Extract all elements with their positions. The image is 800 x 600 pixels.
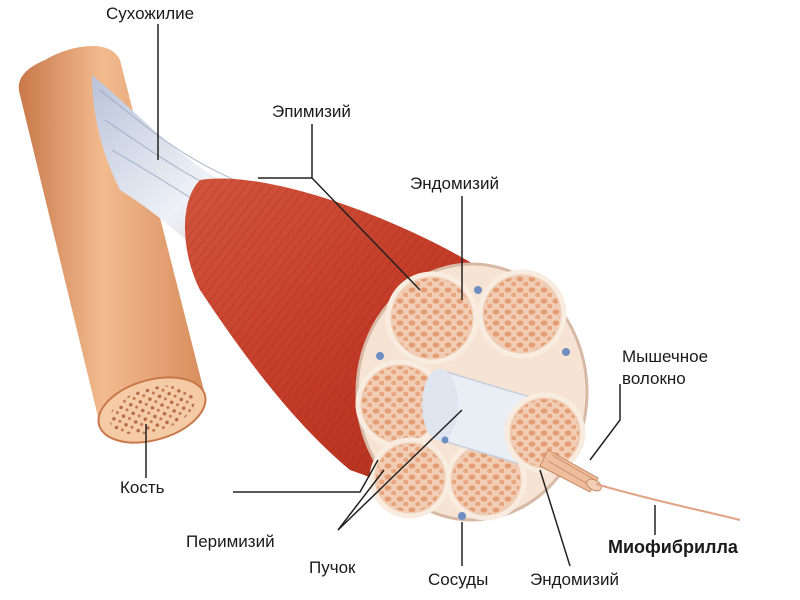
epimysium-leader-2 (311, 177, 421, 291)
bone (18, 46, 207, 444)
perimysium-leader (233, 459, 379, 493)
label-tendon: Сухожилие (106, 4, 195, 23)
extracted-fascicle (422, 368, 586, 474)
fascicle (477, 269, 567, 359)
label-bone: Кость (120, 478, 165, 497)
fascicle (369, 437, 451, 519)
fascicle (445, 439, 527, 521)
label-endomysium-top: Эндомизий (410, 174, 499, 193)
label-perimysium: Перимизий (186, 532, 275, 551)
label-myofibril: Миофибрилла (608, 537, 738, 557)
bundle-leader-1 (337, 469, 385, 531)
bundle-leader-2 (337, 409, 463, 531)
label-vessels: Сосуды (428, 570, 489, 589)
muscle-fiber (539, 449, 602, 493)
epimysium-leader (258, 124, 313, 179)
label-muscle-fiber: Мышечное волокно (622, 347, 709, 388)
leader-lines (145, 24, 656, 567)
label-epimysium: Эпимизий (272, 102, 351, 121)
muscle-fiber-leader (589, 384, 621, 461)
label-endomysium-bottom: Эндомизий (530, 570, 619, 589)
blood-vessels (376, 286, 570, 520)
myofibril (595, 483, 741, 521)
fascicle (385, 271, 479, 365)
label-bundle: Пучок (309, 558, 356, 577)
muscle-cross-section (355, 262, 589, 522)
endomysium-bottom-leader (539, 469, 571, 567)
